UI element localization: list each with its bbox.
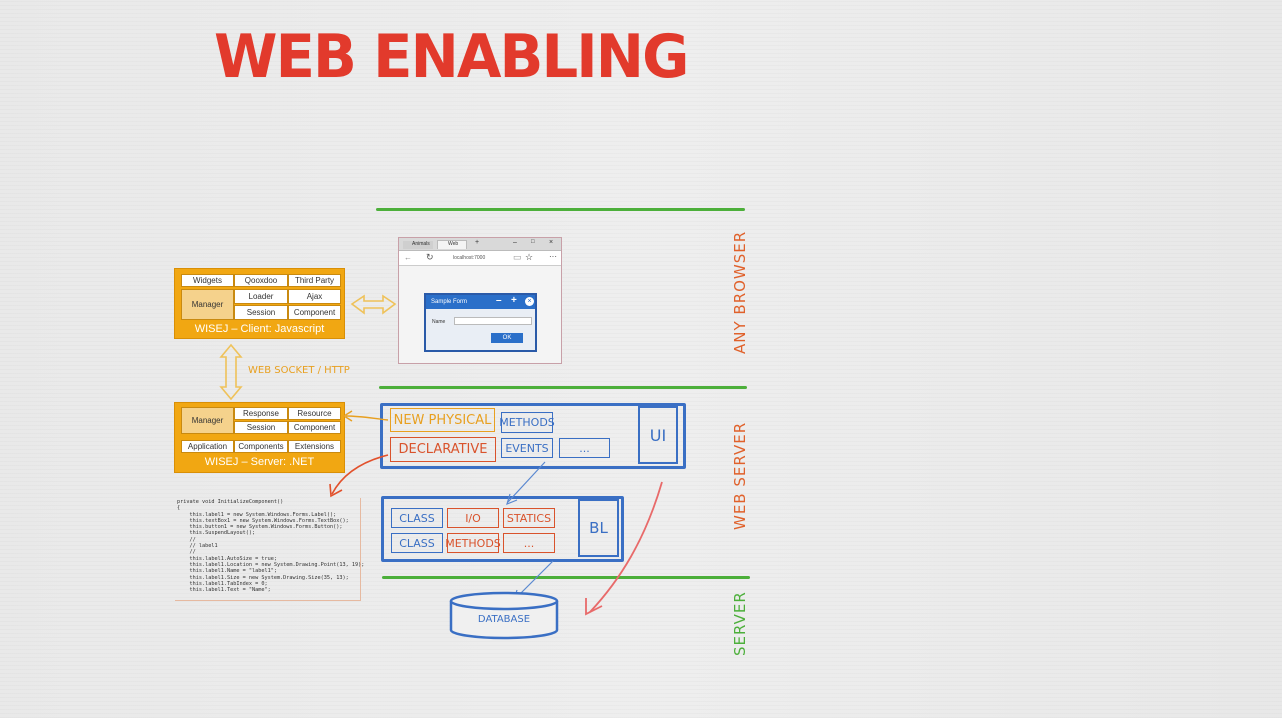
favorite-star-icon: ☆ [525, 252, 534, 262]
sample-form-header: Sample Form – + × [426, 295, 535, 309]
code-line: private void InitializeComponent() [177, 499, 284, 505]
client-loader-cell: Loader [234, 289, 288, 304]
web-socket-label: WEB SOCKET / HTTP [248, 365, 350, 376]
server-application-cell: Application [181, 440, 234, 453]
close-icon: × [549, 239, 554, 246]
code-line: this.label1.Size = new System.Drawing.Si… [177, 574, 349, 581]
browser-tab-bar: Animals Web + – □ × [399, 238, 561, 251]
code-line: { [177, 505, 181, 512]
name-input[interactable] [454, 317, 532, 325]
client-third-party-cell: Third Party [288, 274, 341, 287]
minimize-icon: – [513, 239, 517, 246]
client-browser-double-arrow [350, 294, 397, 315]
server-resource-cell: Resource [288, 407, 341, 420]
address-field: localhost:7000 [453, 255, 486, 261]
name-label: Name [432, 319, 446, 325]
back-icon: ← [404, 253, 412, 262]
client-caption: WISEJ – Client: Javascript [194, 323, 325, 335]
client-widgets-cell: Widgets [181, 274, 234, 287]
code-line: this.label1.AutoSize = true; [177, 555, 277, 562]
server-components-cell: Components [234, 440, 288, 453]
page-title: WEB ENABLING [214, 22, 689, 92]
server-component-cell: Component [288, 421, 341, 434]
client-ajax-cell: Ajax [288, 289, 341, 304]
code-line: this.label1 = new System.Windows.Forms.L… [177, 511, 337, 518]
client-session-cell: Session [234, 305, 288, 320]
browser-window: Animals Web + – □ × ← ↻ localhost:7000 ▭… [398, 237, 562, 364]
wisej-server-block: Manager Response Resource Session Compon… [174, 402, 345, 473]
ui-more-box: ... [559, 438, 610, 458]
ui-label-box: UI [638, 406, 678, 464]
events-to-bl-arrow [507, 461, 546, 503]
reading-view-icon: ▭ [513, 252, 522, 262]
form-maximize-icon: + [511, 295, 517, 306]
server-response-cell: Response [234, 407, 288, 420]
code-line: this.textBox1 = new System.Windows.Forms… [177, 517, 349, 524]
ok-button[interactable]: OK [491, 333, 523, 343]
browser-tab-2: Web [437, 240, 467, 249]
statics-box: STATICS [503, 508, 555, 528]
bl-more-box: ... [503, 533, 555, 553]
new-tab-icon: + [475, 239, 480, 246]
code-snippet: private void InitializeComponent(){ this… [175, 498, 364, 601]
websocket-double-arrow [219, 343, 243, 401]
code-line: this.label1.Name = "label1"; [177, 568, 277, 575]
new-physical-box: NEW PHYSICAL [390, 408, 495, 432]
sample-form-title: Sample Form [431, 299, 468, 305]
declarative-box: DECLARATIVE [390, 437, 496, 462]
browser-address-bar: ← ↻ localhost:7000 ▭ ☆ ··· [399, 251, 561, 266]
new-physical-arrow [345, 415, 389, 421]
code-line: this.button1 = new System.Windows.Forms.… [177, 524, 343, 531]
methods-box: METHODS [499, 412, 555, 433]
web-server-divider [382, 576, 750, 579]
code-line: this.label1.TabIndex = 0; [177, 580, 268, 587]
class-box-2: CLASS [391, 533, 443, 553]
bl-methods-box: METHODS [445, 533, 501, 553]
code-line: // [177, 549, 196, 556]
wisej-client-block: Widgets Qooxdoo Third Party Manager Load… [174, 268, 345, 339]
server-session-cell: Session [234, 421, 288, 434]
more-icon: ··· [549, 252, 557, 261]
code-line: // label1 [177, 543, 218, 550]
client-manager-cell: Manager [181, 289, 234, 320]
server-manager-cell: Manager [181, 407, 234, 434]
refresh-icon: ↻ [426, 252, 434, 262]
io-box: I/O [447, 508, 499, 528]
bl-to-database-arrow [515, 560, 554, 599]
maximize-icon: □ [531, 239, 535, 245]
form-close-icon: × [525, 297, 534, 306]
client-qooxdoo-cell: Qooxdoo [234, 274, 288, 287]
server-extensions-cell: Extensions [288, 440, 341, 453]
bl-layer-frame [381, 496, 624, 562]
sample-form: Sample Form – + × Name OK [424, 293, 537, 352]
browser-top-line [376, 208, 745, 211]
declarative-to-code-arrow [331, 454, 389, 495]
ui-to-database-arrow [589, 481, 663, 613]
class-box-1: CLASS [391, 508, 443, 528]
code-line: this.SuspendLayout(); [177, 530, 256, 537]
browser-server-divider [379, 386, 747, 389]
browser-tab-1: Animals [403, 241, 433, 249]
code-line: this.label1.Text = "Name"; [177, 587, 271, 594]
server-caption: WISEJ – Server: .NET [204, 456, 315, 468]
database-cylinder [449, 591, 559, 640]
bl-label-box: BL [578, 499, 619, 557]
code-line: // [177, 536, 196, 543]
ui-layer-frame [380, 403, 686, 469]
form-minimize-icon: – [496, 295, 502, 306]
database-label: DATABASE [477, 614, 531, 625]
client-component-cell: Component [288, 305, 341, 320]
events-box: EVENTS [501, 438, 553, 458]
